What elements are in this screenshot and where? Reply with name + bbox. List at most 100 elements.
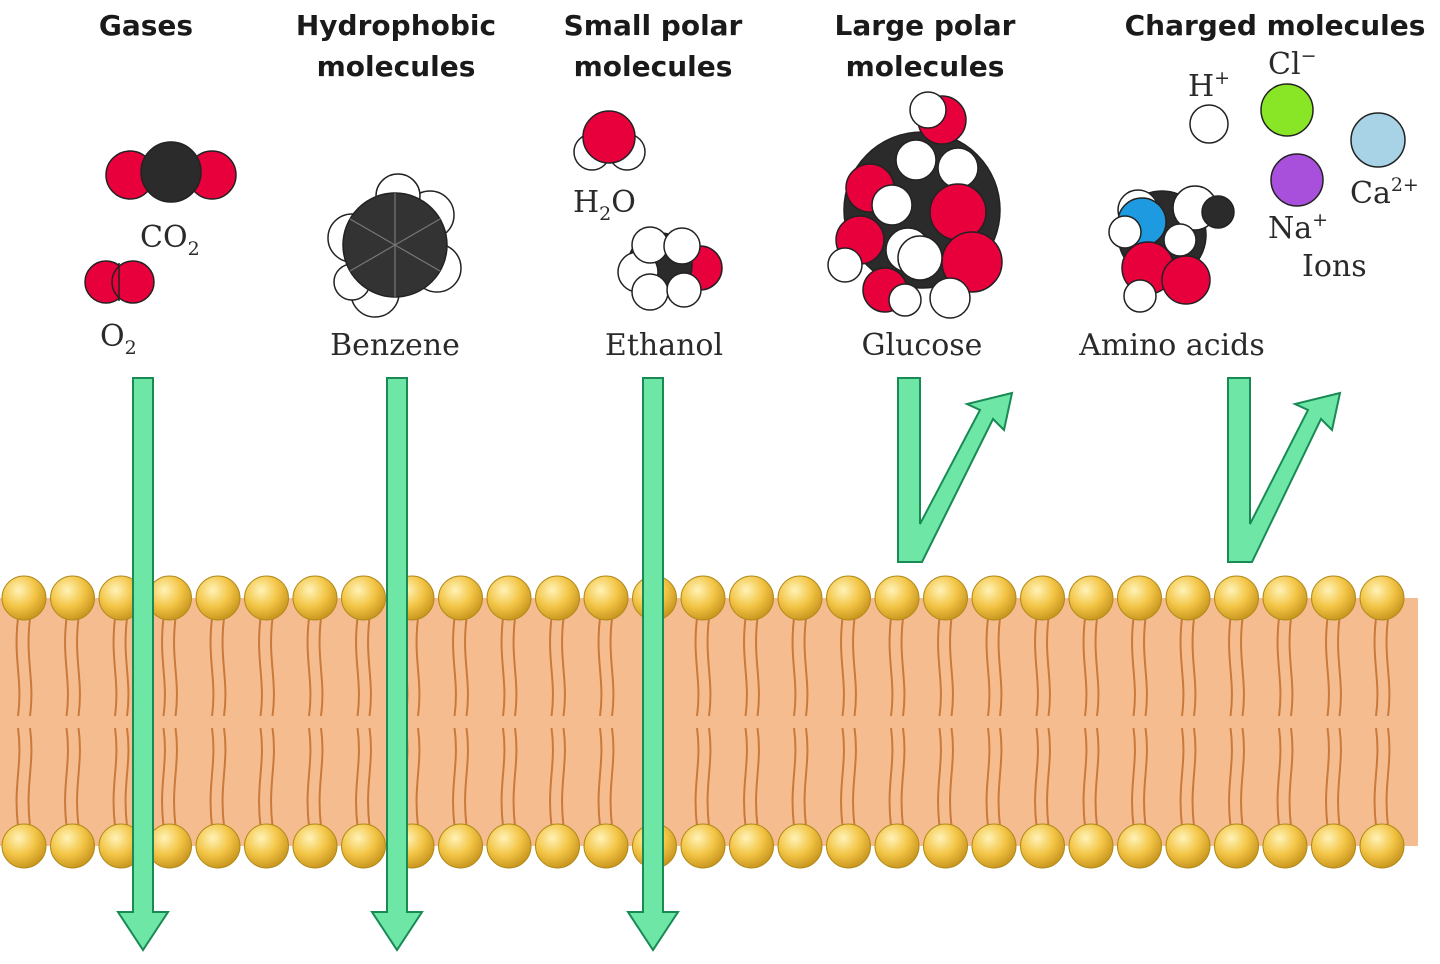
co2-label: CO2: [140, 220, 200, 260]
lipid-tail: [840, 727, 845, 827]
lipid-tails: [15, 617, 1391, 827]
lipid-heads-inner: [1, 823, 1405, 869]
small-polar-crossing-arrow: [626, 377, 680, 952]
lipid-tail: [1240, 617, 1245, 717]
lipid-tail: [694, 727, 700, 827]
lipid-head: [1262, 823, 1308, 869]
lipid-tail: [755, 727, 760, 827]
lipid-tail: [1131, 617, 1136, 717]
lipid-head: [292, 575, 338, 621]
na-ion-label: Na+: [1268, 209, 1328, 246]
lipid-head: [535, 823, 580, 869]
o2-label: O2: [100, 319, 137, 359]
h2o-molecule: [573, 110, 646, 171]
lipid-head: [826, 823, 871, 869]
lipid-head: [195, 823, 241, 869]
lipid-head: [1068, 823, 1114, 869]
glucose-label: Glucose: [862, 328, 983, 363]
heading-large-polar-line1: Large polar: [835, 9, 1016, 42]
lipid-head: [1262, 575, 1308, 621]
lipid-tail: [1276, 727, 1282, 827]
lipid-tail: [500, 727, 506, 827]
lipid-tail: [1288, 727, 1294, 827]
lipid-tail: [985, 727, 991, 827]
lipid-tail: [1373, 617, 1379, 717]
lipid-tail: [609, 727, 615, 827]
lipid-tail: [306, 727, 312, 827]
lipid-head: [1359, 575, 1405, 621]
lipid-head: [971, 823, 1017, 869]
benzene-molecule: [327, 173, 462, 318]
amino-acids-label: Amino acids: [1078, 328, 1265, 363]
lipid-tail: [1131, 727, 1136, 827]
lipid-tail: [124, 727, 130, 827]
lipid-heads-outer: [1, 575, 1405, 621]
lipid-tail: [949, 617, 954, 717]
large-polar-blocked-arrow: [897, 377, 1014, 563]
lipid-head: [341, 823, 386, 869]
lipid-tail: [209, 727, 215, 827]
na-ion: [1270, 153, 1324, 207]
lipid-tail: [76, 727, 81, 827]
lipid-tail: [1288, 617, 1294, 717]
co2-molecule: [105, 141, 237, 203]
lipid-tail: [112, 727, 118, 827]
h2o-label: H2O: [573, 185, 636, 225]
lipid-tail: [791, 617, 797, 717]
lipid-tail: [1046, 727, 1051, 827]
lipid-tail: [1179, 617, 1185, 717]
ions-label: Ions: [1302, 249, 1367, 284]
heading-small-polar-line2: molecules: [574, 50, 733, 83]
cl-ion-label: Cl−: [1268, 45, 1316, 82]
lipid-tail: [1094, 727, 1100, 827]
lipid-head: [486, 823, 532, 869]
hydrophobic-crossing-arrow: [370, 377, 424, 952]
lipid-tail: [1046, 617, 1051, 717]
lipid-head: [244, 823, 289, 869]
lipid-head: [583, 823, 629, 869]
h-ion-label: H+: [1188, 67, 1230, 104]
lipid-head: [1311, 823, 1356, 869]
lipid-head: [147, 823, 192, 869]
lipid-head: [1359, 823, 1405, 869]
lipid-tail: [937, 727, 942, 827]
lipid-head: [1165, 823, 1211, 869]
lipid-tail: [694, 617, 700, 717]
lipid-head: [50, 575, 95, 621]
lipid-tail: [270, 617, 275, 717]
lipid-head: [923, 823, 968, 869]
lipid-head: [680, 823, 726, 869]
lipid-tail: [112, 617, 118, 717]
lipid-head: [341, 575, 386, 621]
category-headings: Gases Hydrophobic molecules Small polar …: [99, 9, 1426, 83]
lipid-tail: [997, 727, 1003, 827]
lipid-tail: [15, 727, 21, 827]
lipid-tail: [549, 617, 554, 717]
lipid-tail: [706, 617, 712, 717]
lipid-tail: [258, 727, 263, 827]
lipid-head: [583, 575, 629, 621]
lipid-tail: [15, 617, 21, 717]
lipid-head: [1311, 575, 1356, 621]
lipid-head: [244, 575, 289, 621]
lipid-tail: [803, 617, 809, 717]
lipid-head: [1, 823, 47, 869]
lipid-tail: [1191, 727, 1197, 827]
membrane-core: [0, 598, 1418, 846]
lipid-head: [729, 823, 774, 869]
gases-crossing-arrow: [116, 377, 170, 952]
lipid-tail: [1082, 617, 1088, 717]
lipid-tail: [549, 727, 554, 827]
lipid-tail: [597, 727, 603, 827]
lipid-tail: [367, 617, 372, 717]
lipid-tail: [318, 617, 324, 717]
lipid-tail: [512, 617, 518, 717]
lipid-head: [826, 575, 871, 621]
lipid-head: [1117, 575, 1162, 621]
lipid-head: [971, 575, 1017, 621]
lipid-tail: [755, 617, 760, 717]
lipid-tail: [561, 727, 566, 827]
lipid-head: [438, 575, 483, 621]
o2-molecule: [84, 260, 155, 304]
lipid-head: [1020, 823, 1065, 869]
